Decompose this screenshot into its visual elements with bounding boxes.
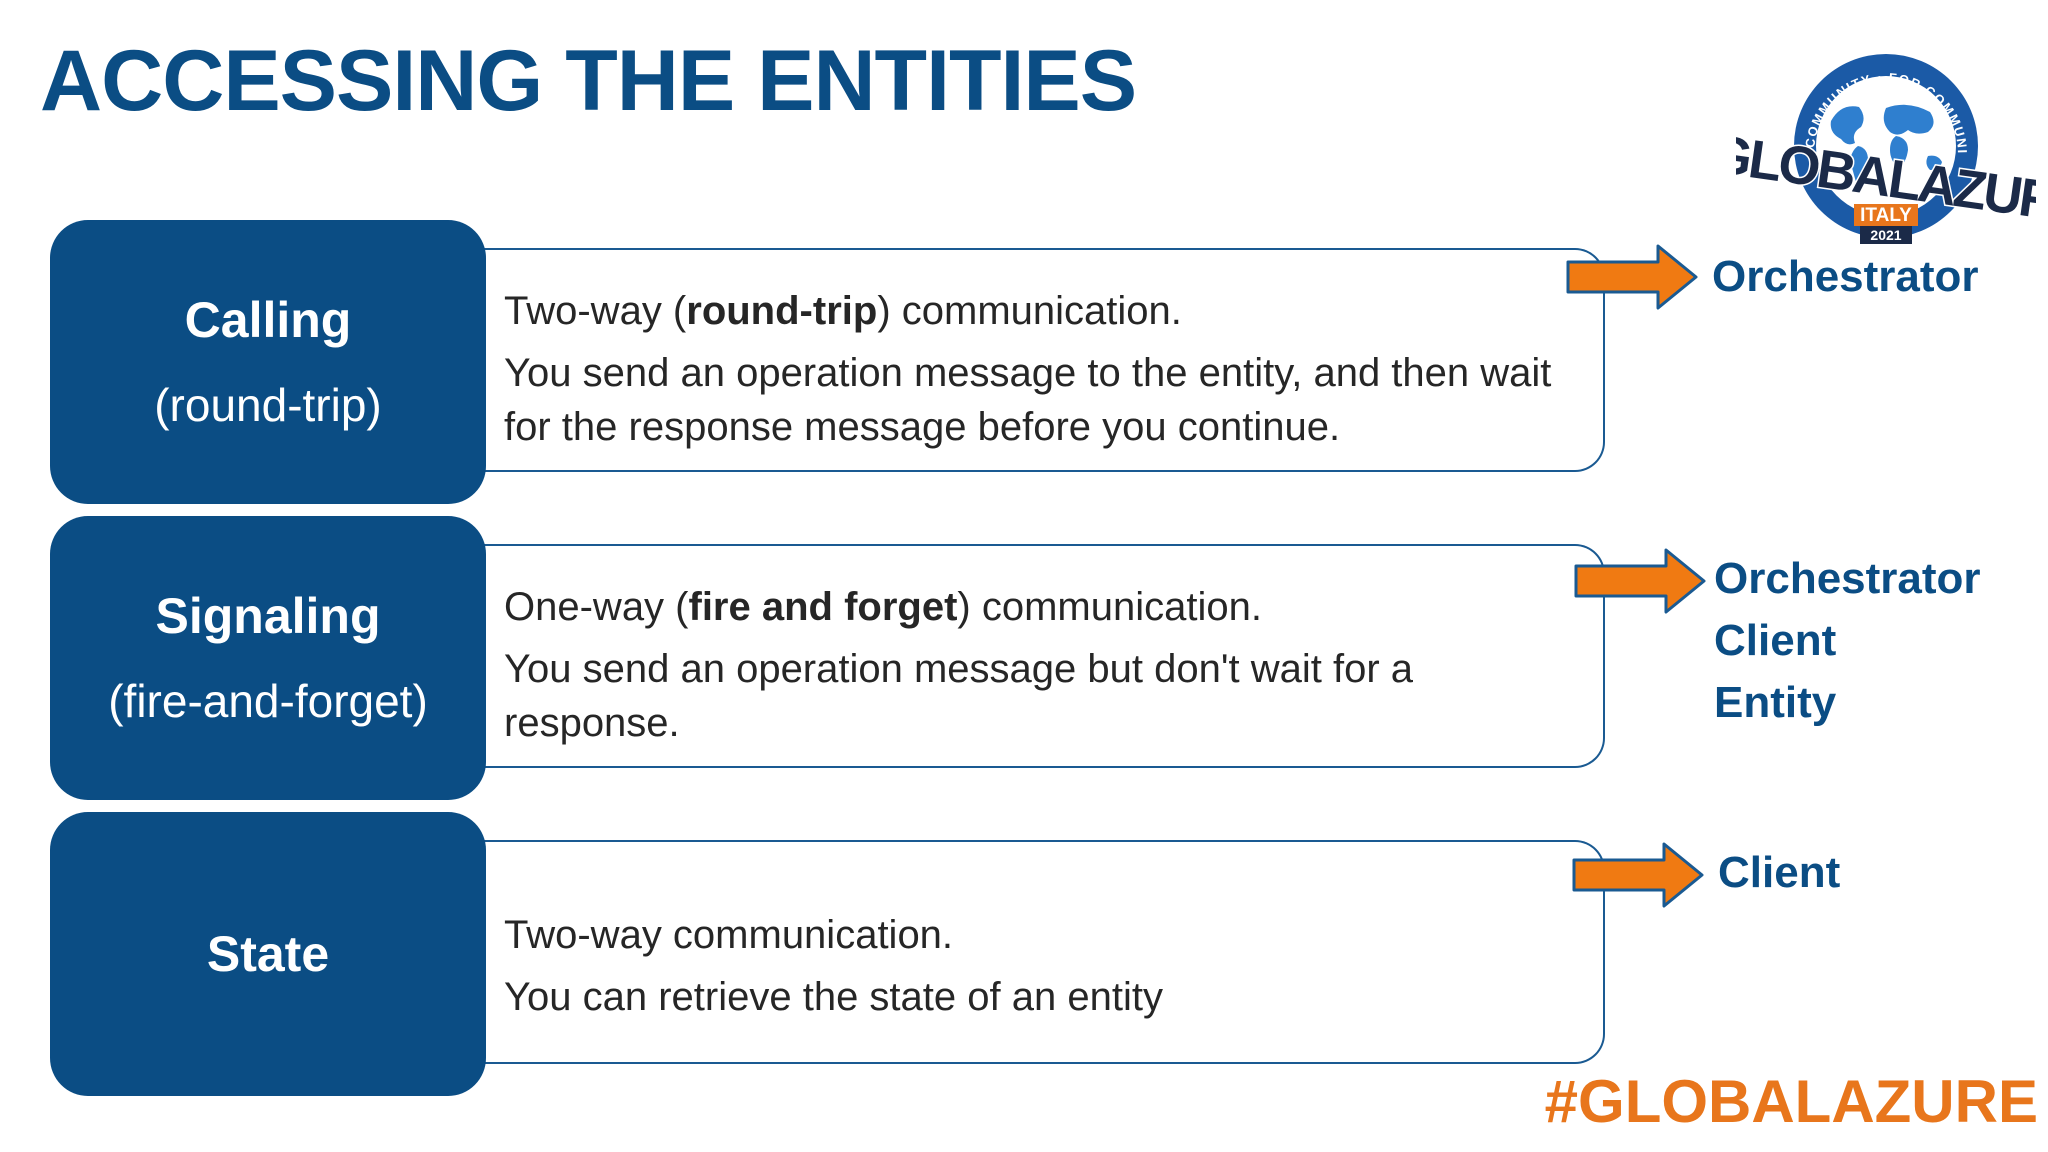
state-arrow-icon xyxy=(1572,842,1704,908)
state-target-client: Client xyxy=(1718,848,1841,897)
calling-arrow-icon xyxy=(1566,244,1698,310)
calling-targets: Orchestrator xyxy=(1712,246,1979,308)
calling-sublabel: (round-trip) xyxy=(154,379,382,432)
calling-label-box: Calling (round-trip) xyxy=(50,220,486,504)
slide-title: ACCESSING THE ENTITIES xyxy=(40,33,1137,129)
signaling-line-1: One-way (fire and forget) communication. xyxy=(504,585,1262,629)
signaling-target-client: Client xyxy=(1714,616,1837,665)
signaling-row: One-way (fire and forget) communication.… xyxy=(50,516,1610,800)
footer-hashtag: #GLOBALAZURE xyxy=(1544,1068,2038,1135)
signaling-targets: Orchestrator Client Entity xyxy=(1714,548,1981,734)
world-map-icon xyxy=(1830,104,1942,182)
calling-target-orchestrator: Orchestrator xyxy=(1712,252,1979,301)
state-row: Two-way communication. You can retrieve … xyxy=(50,812,1610,1096)
signaling-label: Signaling xyxy=(155,588,381,645)
signaling-sublabel: (fire-and-forget) xyxy=(108,675,428,728)
calling-description-box: Two-way (round-trip) communication. You … xyxy=(440,248,1605,472)
calling-line-1: Two-way (round-trip) communication. xyxy=(504,289,1182,333)
signaling-description-box: One-way (fire and forget) communication.… xyxy=(440,544,1605,768)
calling-label: Calling xyxy=(184,292,352,349)
state-description-box: Two-way communication. You can retrieve … xyxy=(440,840,1605,1064)
state-label-box: State xyxy=(50,812,486,1096)
calling-row: Two-way (round-trip) communication. You … xyxy=(50,220,1610,504)
calling-line-2: You send an operation message to the ent… xyxy=(504,351,1552,449)
signaling-target-orchestrator: Orchestrator xyxy=(1714,554,1981,603)
logo-country: ITALY xyxy=(1860,205,1912,226)
state-label: State xyxy=(206,926,330,982)
calling-emphasis: round-trip xyxy=(686,289,878,333)
state-line-2: You can retrieve the state of an entity xyxy=(504,975,1163,1019)
signaling-target-entity: Entity xyxy=(1714,678,1837,727)
signaling-line-2: You send an operation message but don't … xyxy=(504,647,1414,745)
logo-year: 2021 xyxy=(1870,227,1901,243)
global-azure-italy-logo: BY COMMUNITY • FOR COMMUNITY #GLOBALAZUR… xyxy=(1736,26,2036,244)
state-targets: Client xyxy=(1718,842,1840,904)
signaling-arrow-icon xyxy=(1574,548,1706,614)
signaling-emphasis: fire and forget xyxy=(688,585,958,629)
state-line-1: Two-way communication. xyxy=(504,913,954,957)
signaling-label-box: Signaling (fire-and-forget) xyxy=(50,516,486,800)
